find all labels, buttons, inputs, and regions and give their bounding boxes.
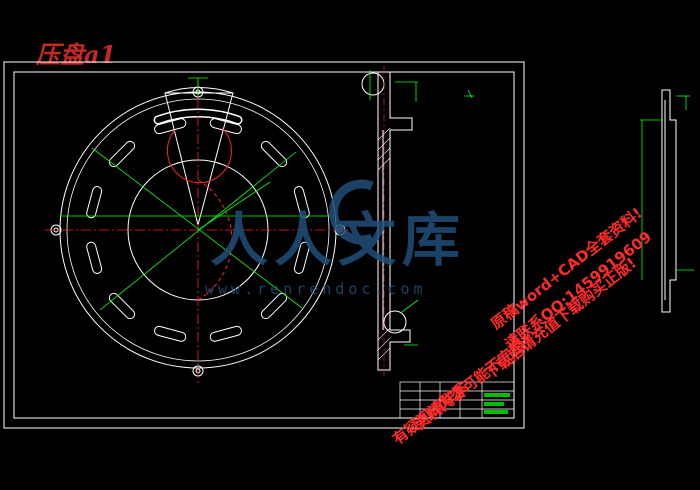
center-lines: [45, 80, 350, 385]
plate-slot: [260, 292, 288, 320]
watermark: 人人文库 www.renrendoc.com: [205, 179, 466, 298]
roughness-mark: [464, 89, 474, 99]
front-view-pressure-plate: [45, 77, 350, 385]
section-view: [361, 66, 419, 376]
watermark-brand: 人人文库: [210, 206, 466, 274]
title-block: [399, 381, 515, 419]
plate-slot: [154, 118, 187, 135]
plate-slot: [209, 325, 242, 342]
watermark-url: www.renrendoc.com: [205, 280, 427, 298]
plate-slot: [108, 140, 136, 168]
plate-slot: [293, 186, 310, 219]
plate-slot: [86, 241, 103, 274]
c-swoosh-logo: [329, 179, 374, 245]
red-detail-arcs: [166, 127, 233, 301]
plate-slot: [293, 241, 310, 274]
plate-slot: [260, 140, 288, 168]
dimension-lines: [60, 77, 336, 311]
drawing-frame: [3, 61, 525, 429]
plate-slots: [86, 118, 310, 342]
side-view: [640, 89, 694, 313]
arc-slots: [153, 108, 243, 125]
plate-slot: [154, 325, 187, 342]
sector-cutout: [164, 92, 234, 226]
plate-slot: [86, 186, 103, 219]
drawing-title: 压盘a1: [35, 40, 116, 69]
promo-line-5: 有疑问请联系: [389, 379, 471, 449]
plate-slot: [108, 292, 136, 320]
